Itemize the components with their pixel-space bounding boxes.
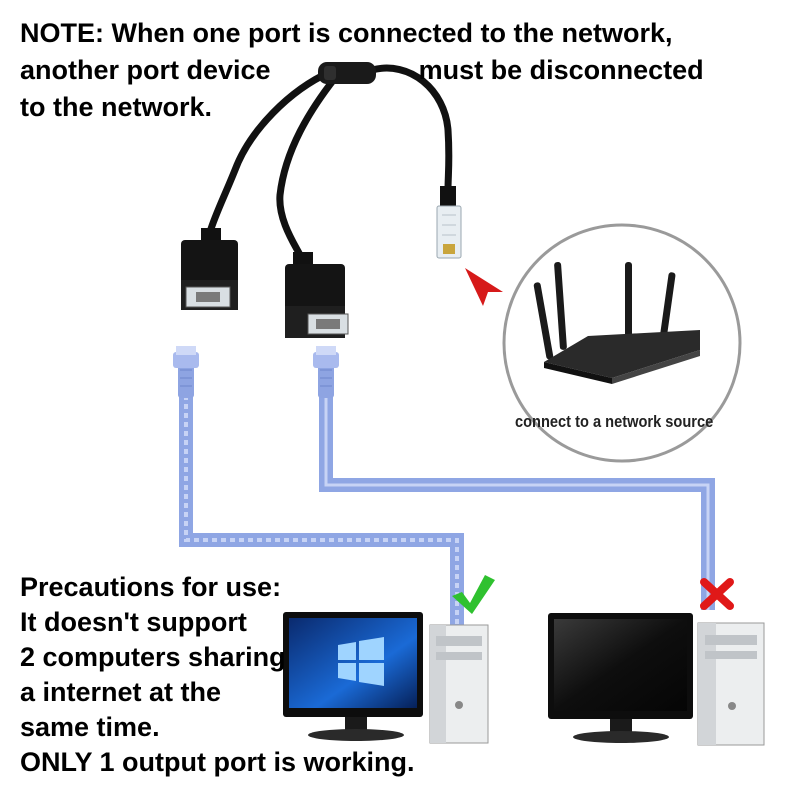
- right-female-socket: [285, 252, 349, 338]
- precautions-title: Precautions for use:: [20, 572, 282, 602]
- right-computer: [548, 613, 765, 746]
- note-line-2a: another port device: [20, 55, 271, 85]
- windows-logo-icon: [338, 637, 384, 686]
- right-blue-plug: [313, 346, 339, 398]
- router-caption: connect to a network source: [515, 412, 714, 431]
- cross-mark-icon: [700, 578, 734, 610]
- precautions-line: 2 computers sharing: [20, 642, 286, 672]
- note-text: NOTE: When one port is connected to the …: [20, 15, 790, 126]
- left-computer: [283, 612, 489, 744]
- left-female-socket: [181, 228, 238, 310]
- note-line-3: to the network.: [20, 92, 213, 122]
- red-pointer-arrow: [465, 268, 503, 306]
- left-blue-plug: [173, 346, 199, 398]
- precautions-line: a internet at the: [20, 677, 222, 707]
- precautions-line: It doesn't support: [20, 607, 247, 637]
- male-rj45-plug: [436, 186, 462, 259]
- precautions-line: ONLY 1 output port is working.: [20, 747, 415, 777]
- check-mark-icon: [452, 575, 495, 614]
- note-line-2b: must be disconnected: [418, 55, 704, 85]
- splitter-junction: [318, 62, 376, 84]
- precautions-line: same time.: [20, 712, 160, 742]
- note-line-1: NOTE: When one port is connected to the …: [20, 18, 673, 48]
- blue-network-cables: [179, 395, 715, 640]
- splitter-cable: [206, 64, 453, 259]
- precautions-block: Precautions for use: It doesn't support …: [20, 570, 415, 780]
- router-badge: [502, 223, 742, 463]
